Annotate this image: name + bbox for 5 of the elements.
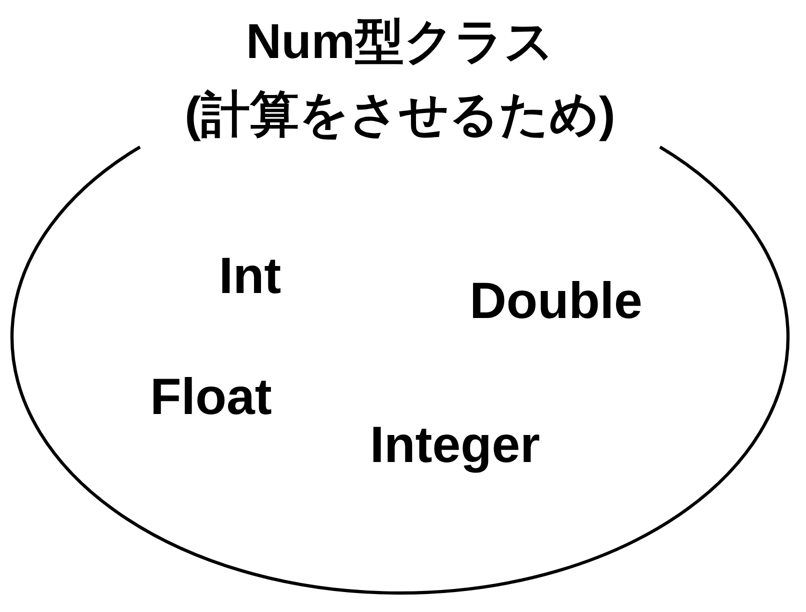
type-label: Integer bbox=[370, 416, 540, 474]
type-label: Int bbox=[218, 248, 282, 304]
heading: Num型クラス (計算をさせるため) bbox=[184, 14, 616, 144]
type-label: Double bbox=[470, 272, 642, 330]
type-label: Float bbox=[150, 368, 272, 426]
